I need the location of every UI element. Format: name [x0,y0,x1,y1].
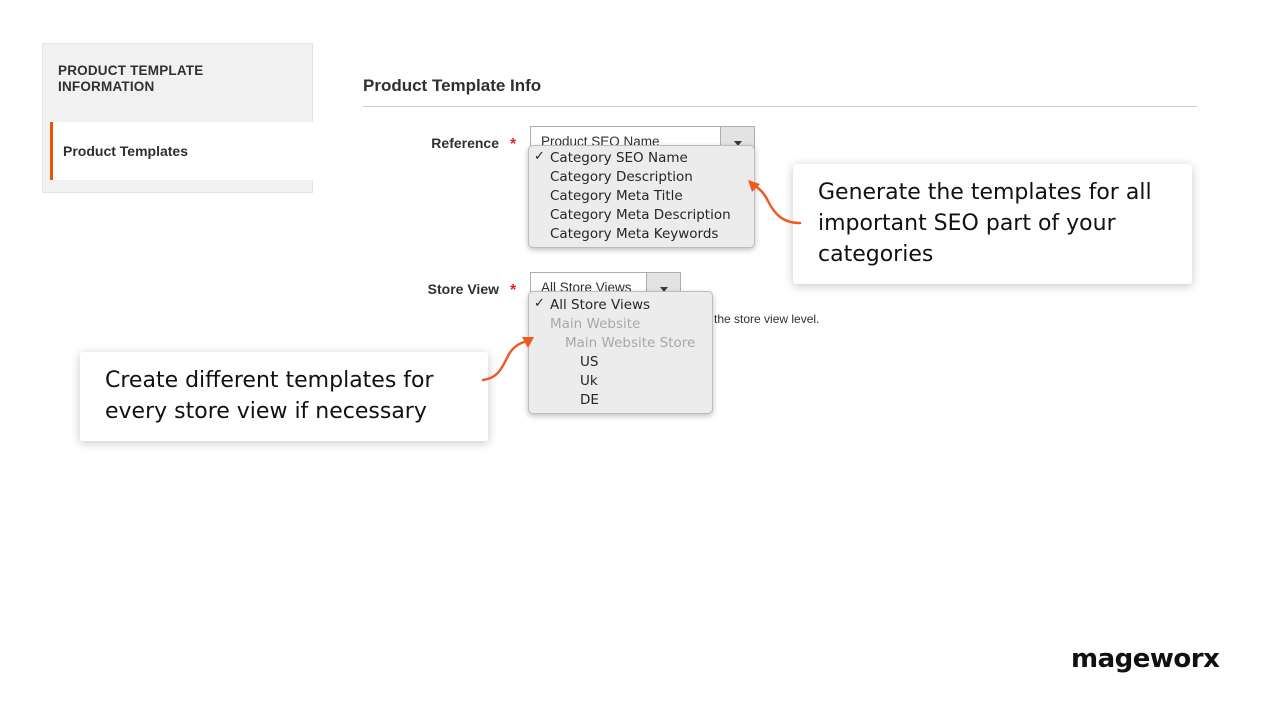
dropdown-option[interactable]: Category Description [550,169,693,185]
dropdown-option[interactable]: DE [580,392,599,408]
store-view-dropdown-menu: ✓ All Store Views Main Website Main Webs… [528,291,713,414]
section-divider [363,106,1197,107]
callout-store-view-text: Create different templates for every sto… [105,368,434,424]
reference-dropdown-menu: ✓ Category SEO Name Category Description… [528,145,755,248]
dropdown-option[interactable]: Category Meta Title [550,188,683,204]
dropdown-option[interactable]: US [580,354,599,370]
callout-reference-text: Generate the templates for all important… [818,180,1152,267]
sidebar: PRODUCT TEMPLATE INFORMATION Product Tem… [42,43,314,193]
arrow-icon [748,180,802,225]
arrow-icon [481,337,534,382]
reference-required-mark: * [510,136,517,153]
store-view-label: Store View [427,281,499,297]
callout-store-view: Create different templates for every sto… [80,352,488,441]
dropdown-option: Main Website Store [565,335,696,351]
dropdown-option[interactable]: Uk [580,373,598,389]
section-title: Product Template Info [363,76,542,95]
store-view-required-mark: * [510,282,517,299]
callout-reference: Generate the templates for all important… [793,164,1192,284]
dropdown-option: Main Website [550,316,641,332]
checkmark-icon: ✓ [534,149,545,164]
sidebar-item-label: Product Templates [63,143,188,159]
sidebar-title: PRODUCT TEMPLATE INFORMATION [58,63,204,94]
store-view-note: the store view level. [714,312,820,326]
dropdown-option[interactable]: All Store Views [550,297,651,313]
reference-label: Reference [431,135,499,151]
dropdown-option[interactable]: Category SEO Name [550,150,688,166]
dropdown-option[interactable]: Category Meta Description [550,207,731,223]
sidebar-item-product-templates[interactable]: Product Templates [50,122,314,180]
dropdown-option[interactable]: Category Meta Keywords [550,226,719,242]
mageworx-logo: mageworx [1071,644,1220,674]
checkmark-icon: ✓ [534,296,545,311]
